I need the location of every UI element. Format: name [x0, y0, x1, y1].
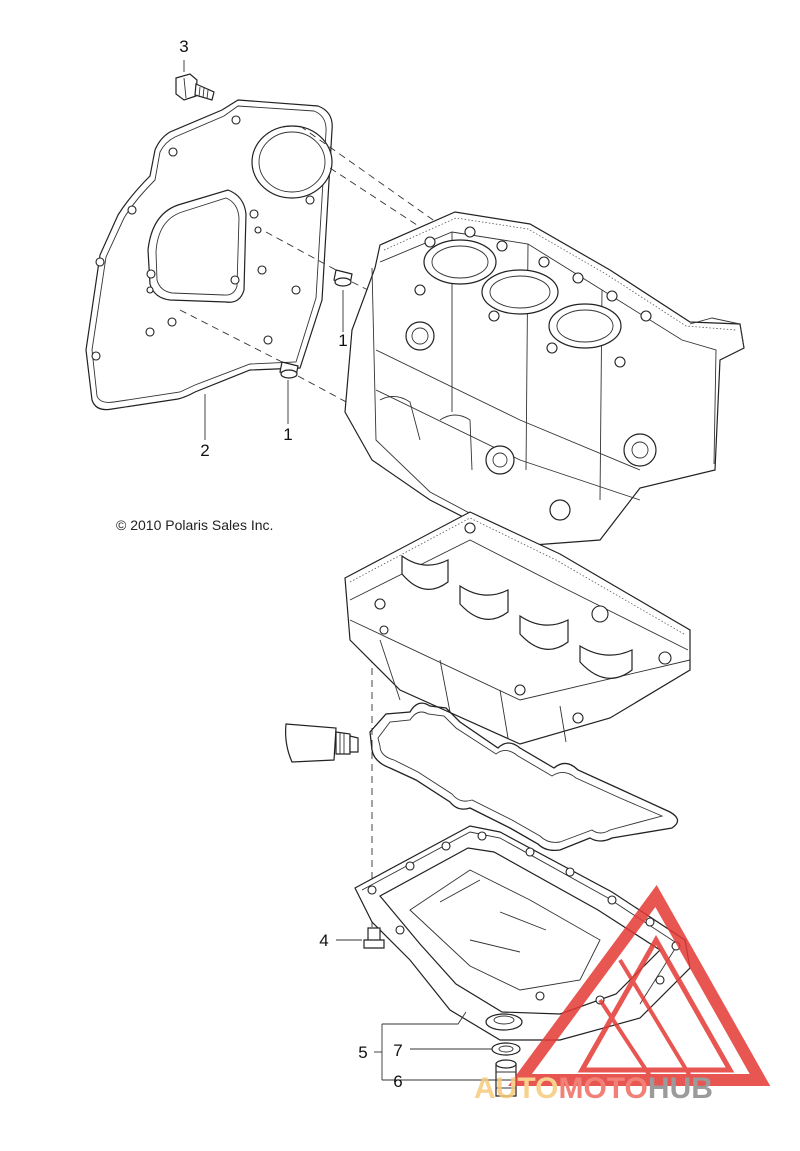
callout-7: 7 — [393, 1041, 402, 1060]
lower-crankcase — [344, 511, 691, 745]
leader-lines — [183, 60, 496, 1081]
callout-1-lower: 1 — [283, 425, 292, 444]
svg-text:AUTOMOTOHUB: AUTOMOTOHUB — [474, 1072, 713, 1105]
drain-washer — [491, 1042, 521, 1056]
oil-pan — [354, 825, 691, 1041]
copyright-notice: © 2010 Polaris Sales Inc. — [116, 517, 273, 533]
callouts: 3 1 1 2 4 5 7 6 — [179, 37, 402, 1091]
automotohub-watermark: AUTOMOTOHUB — [474, 884, 771, 1105]
watermark-triangle-icon — [508, 884, 771, 1086]
dowel-pin-lower — [279, 361, 299, 379]
watermark-hub: HUB — [648, 1072, 713, 1105]
callout-5: 5 — [358, 1043, 367, 1062]
callout-4: 4 — [319, 931, 328, 950]
watermark-moto: MOTO — [558, 1072, 647, 1105]
callout-2: 2 — [200, 441, 209, 460]
callout-1-upper: 1 — [338, 331, 347, 350]
drain-plug — [495, 1059, 517, 1097]
callout-6: 6 — [393, 1072, 402, 1091]
oil-pan-bolt — [363, 927, 385, 949]
adapter-plate — [85, 99, 333, 411]
watermark-auto: AUTO — [474, 1072, 558, 1105]
dowel-pin-upper — [333, 269, 353, 287]
sealant-tube — [285, 723, 359, 763]
oil-pan-gasket — [369, 702, 679, 852]
bolt — [175, 73, 215, 101]
callout-3: 3 — [179, 37, 188, 56]
cylinder-block — [344, 211, 745, 547]
